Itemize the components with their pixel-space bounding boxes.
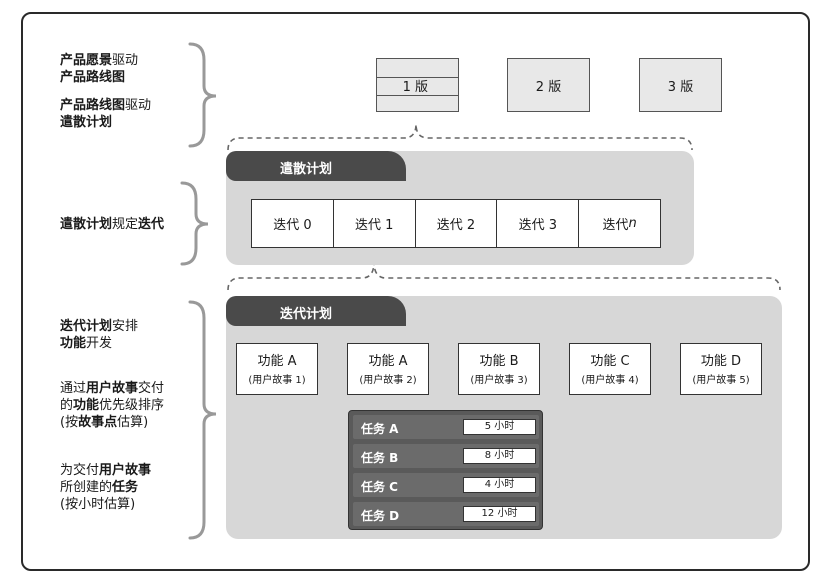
task-row: 任务 C 4 小时 — [353, 473, 539, 497]
release-2-label: 2 版 — [535, 79, 562, 95]
release-1-label: 1 版 — [402, 80, 428, 95]
task-list: 任务 A 5 小时 任务 B 8 小时 任务 C 4 小时 任务 D 12 小时 — [348, 410, 543, 530]
brace-top — [188, 42, 217, 148]
iteration-plan-tab-label: 迭代计划 — [280, 307, 333, 322]
annotation-roadmap: 产品路线图驱动 遣散计划 — [60, 98, 152, 130]
feature-name: 功能 B — [479, 354, 519, 369]
feature-name: 功能 D — [700, 354, 742, 369]
iteration-row: 迭代 0 迭代 1 迭代 2 迭代 3 迭代 n — [251, 199, 661, 248]
release-1-box: 1 版 — [376, 58, 459, 112]
iteration-0: 迭代 0 — [252, 200, 334, 247]
brace-bottom — [188, 300, 217, 540]
iteration-n: 迭代 n — [602, 216, 637, 233]
task-name: 任务 C — [361, 480, 398, 494]
iteration-3: 迭代 3 — [497, 200, 580, 247]
task-estimate: 8 小时 — [463, 448, 536, 464]
task-estimate: 5 小时 — [463, 419, 536, 435]
feature-card-2: 功能 A (用户故事 2) — [347, 343, 429, 395]
task-row: 任务 D 12 小时 — [353, 502, 539, 526]
dashed-iteration-brace — [227, 261, 781, 291]
feature-name: 功能 A — [368, 354, 408, 369]
annotation-user-story: 通过用户故事交付 的功能优先级排序 (按故事点估算) — [60, 381, 165, 430]
task-name: 任务 D — [361, 509, 400, 523]
feature-story: (用户故事 4) — [581, 375, 639, 386]
annotation-iteration-plan: 迭代计划安排 功能开发 — [60, 319, 139, 351]
iteration-1: 迭代 1 — [334, 200, 416, 247]
feature-name: 功能 C — [590, 354, 630, 369]
task-estimate: 4 小时 — [463, 477, 536, 493]
feature-story: (用户故事 1) — [248, 375, 306, 386]
task-estimate: 12 小时 — [463, 506, 536, 522]
diagram-frame — [21, 12, 810, 571]
annotation-release-plan: 遣散计划规定迭代 — [60, 217, 165, 232]
feature-story: (用户故事 2) — [359, 375, 417, 386]
release-plan-tab: 遣散计划 — [226, 151, 406, 181]
iteration-plan-tab: 迭代计划 — [226, 296, 406, 326]
task-name: 任务 A — [361, 422, 399, 436]
dashed-release-brace — [227, 123, 693, 151]
feature-card-3: 功能 B (用户故事 3) — [458, 343, 540, 395]
feature-card-5: 功能 D (用户故事 5) — [680, 343, 762, 395]
annotation-tasks: 为交付用户故事 所创建的任务 (按小时估算) — [60, 463, 152, 512]
release-2-box: 2 版 — [507, 58, 590, 112]
feature-card-1: 功能 A (用户故事 1) — [236, 343, 318, 395]
release-3-box: 3 版 — [639, 58, 722, 112]
release-1-divider-top — [377, 77, 458, 78]
feature-story: (用户故事 3) — [470, 375, 528, 386]
task-name: 任务 B — [361, 451, 399, 465]
feature-card-4: 功能 C (用户故事 4) — [569, 343, 651, 395]
release-plan-tab-label: 遣散计划 — [280, 162, 333, 177]
task-row: 任务 A 5 小时 — [353, 415, 539, 439]
iteration-2: 迭代 2 — [416, 200, 498, 247]
feature-name: 功能 A — [257, 354, 297, 369]
feature-story: (用户故事 5) — [692, 375, 750, 386]
brace-middle — [180, 181, 209, 266]
release-1-divider-bottom — [377, 95, 458, 96]
task-row: 任务 B 8 小时 — [353, 444, 539, 468]
release-3-label: 3 版 — [667, 79, 694, 95]
annotation-vision: 产品愿景驱动 产品路线图 — [60, 53, 139, 85]
